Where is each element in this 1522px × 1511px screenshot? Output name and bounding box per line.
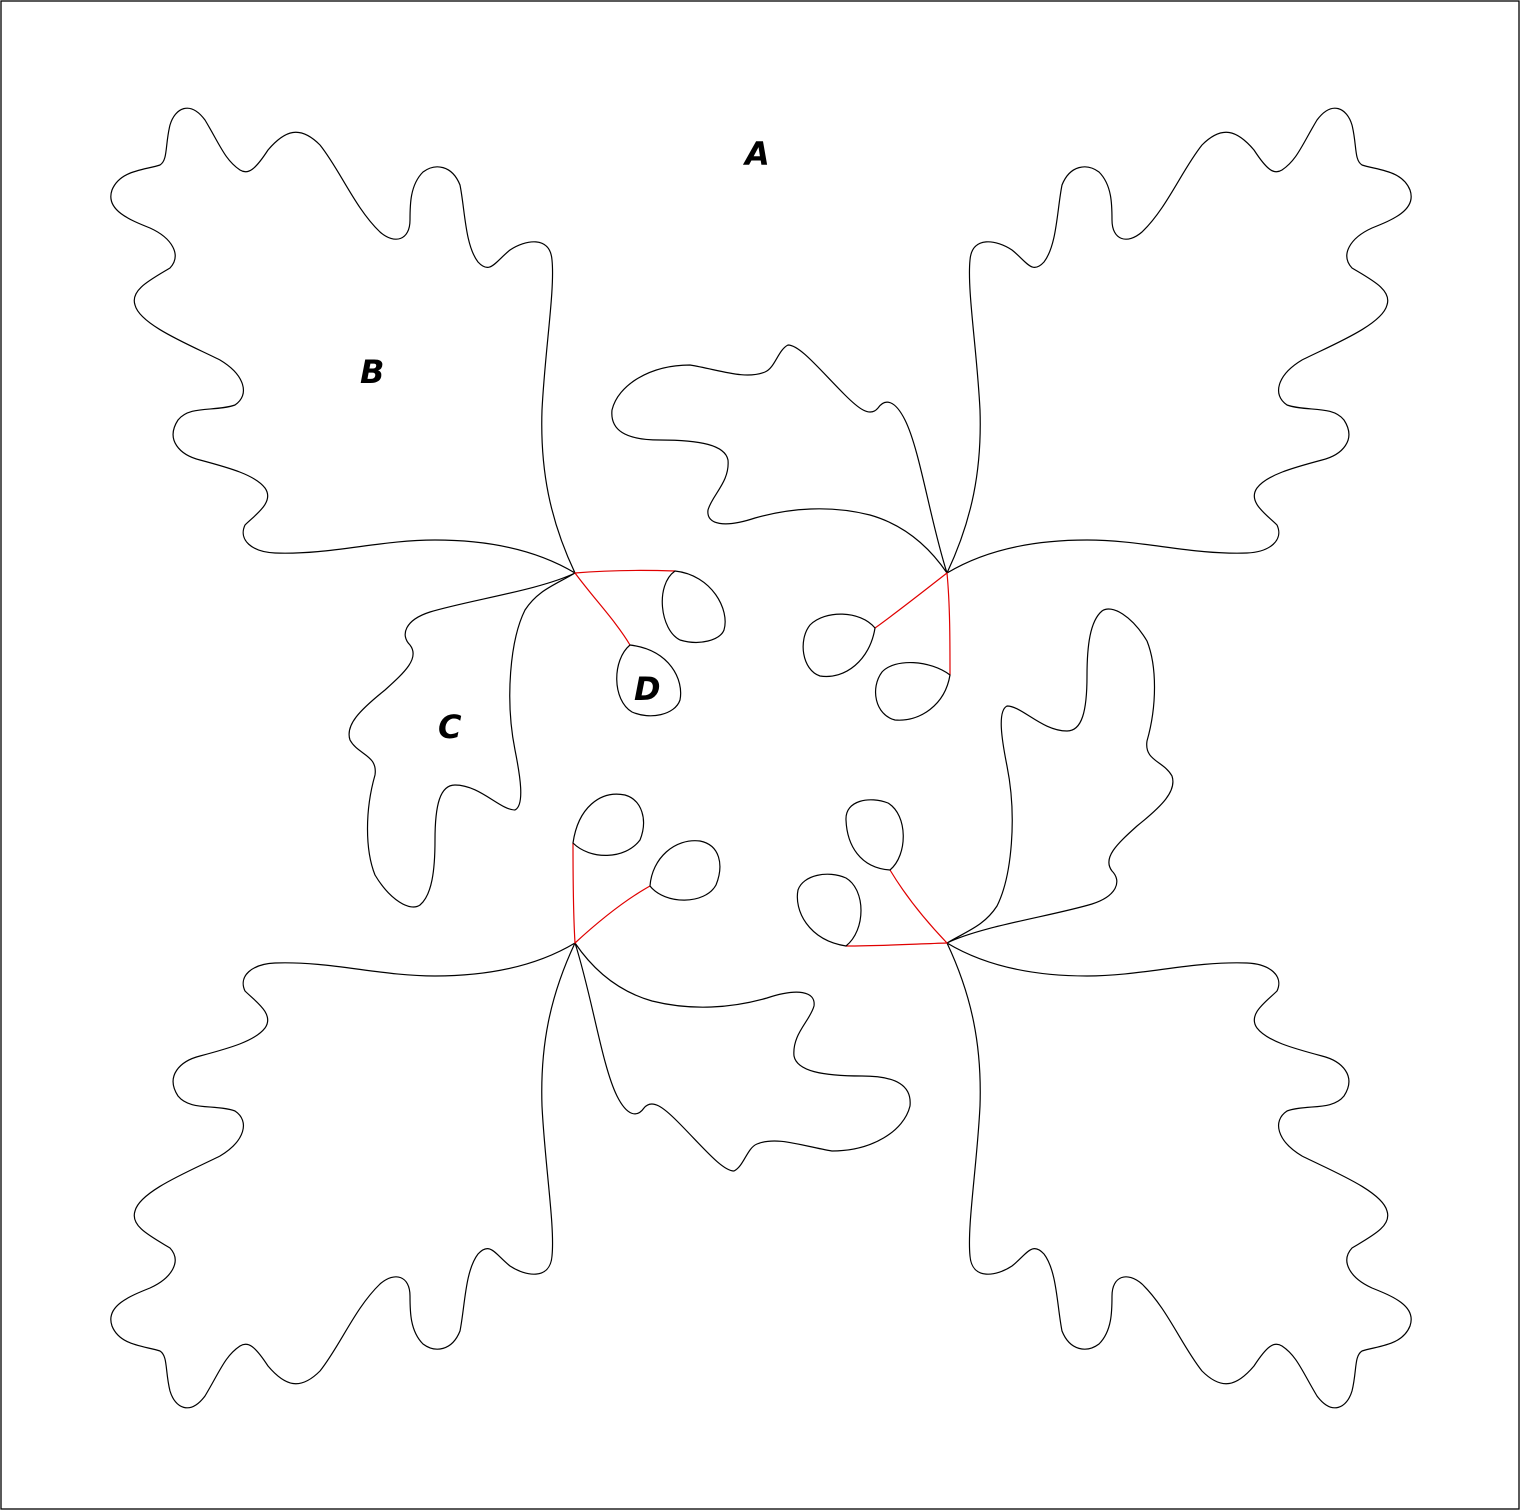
label-a: A (742, 135, 770, 173)
label-b: B (360, 353, 384, 391)
label-c: C (438, 708, 462, 746)
label-d: D (634, 670, 661, 708)
